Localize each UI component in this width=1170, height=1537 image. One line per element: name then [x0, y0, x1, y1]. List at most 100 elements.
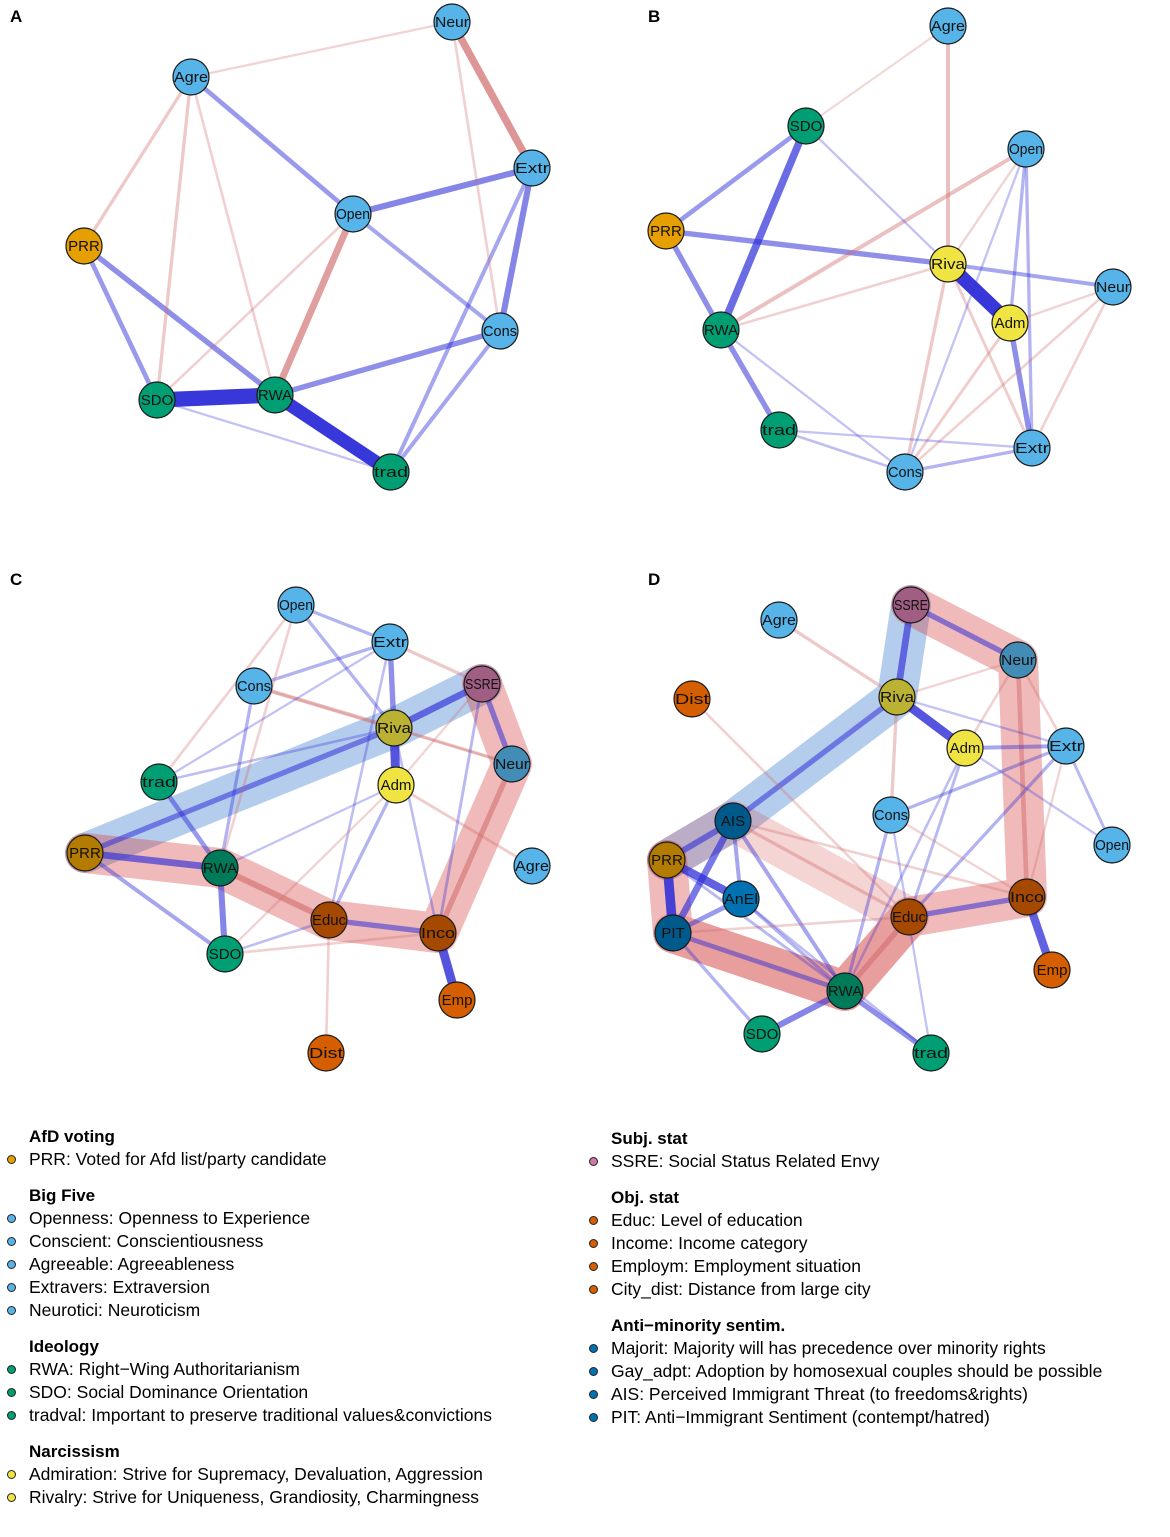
node-label: trad	[142, 775, 176, 791]
edge-Cons-RWA	[843, 813, 893, 993]
edge-Riva-Neur	[895, 658, 1020, 699]
node-RWA: RWA	[201, 849, 239, 887]
node-trad: trad	[760, 411, 798, 449]
node-label: Agre	[515, 859, 549, 875]
edge-Riva-Inco	[392, 726, 440, 935]
node-PRR: PRR	[647, 212, 685, 250]
legend-item: Agreeable: Agreeableness	[0, 1253, 492, 1276]
node-label: trad	[914, 1046, 948, 1062]
node-circle	[172, 58, 210, 96]
edge-Open-SDO	[155, 212, 355, 402]
node-circle	[702, 311, 740, 349]
legend-item: PIT: Anti−Immigrant Sentiment (contempt/…	[582, 1406, 1102, 1429]
legend-item-label: AIS: Perceived Immigrant Threat (to free…	[611, 1384, 1028, 1404]
node-RWA: RWA	[702, 311, 740, 349]
legend-color-dot	[589, 1344, 598, 1353]
edge-PRR-RWA	[663, 228, 724, 333]
node-circle	[138, 381, 176, 419]
node-circle	[912, 1034, 950, 1072]
node-circle	[714, 802, 752, 840]
edge-PRR-Riva	[663, 228, 951, 267]
node-Emp: Emp	[438, 981, 476, 1019]
node-Neur: Neur	[999, 641, 1037, 679]
node-circle	[433, 3, 471, 41]
legend-color-dot	[7, 1411, 16, 1420]
node-SDO: SDO	[743, 1015, 781, 1053]
edge-Riva-Extr	[946, 262, 1034, 450]
node-Agre: Agre	[513, 847, 551, 885]
node-label: Adm	[381, 777, 412, 794]
edge-RWA-Cons	[272, 328, 503, 398]
legend-group: Anti−minority sentim.Majorit: Majority w…	[582, 1315, 1102, 1429]
edge-trad-Extr	[157, 640, 392, 784]
node-circle	[890, 898, 928, 936]
legend-color-dot	[589, 1216, 598, 1225]
node-label: trad	[762, 423, 796, 439]
node-circle	[372, 453, 410, 491]
legend-item: Rivalry: Strive for Uniqueness, Grandios…	[0, 1486, 492, 1509]
node-label: Open	[279, 598, 313, 614]
node-label: RWA	[203, 860, 237, 877]
legend-color-dot	[589, 1285, 598, 1294]
node-circle	[419, 914, 457, 952]
edges	[663, 24, 1115, 474]
edge-Open-Cons	[903, 147, 1028, 474]
edge-Cons-Riva	[252, 684, 396, 730]
node-PRR: PRR	[648, 841, 686, 879]
node-circle	[256, 376, 294, 414]
panel-B: BAgreSDOOpenPRRRivaNeurAdmRWAtradExtrCon…	[647, 7, 1132, 491]
node-label: Riva	[880, 690, 915, 706]
node-Emp: Emp	[1033, 951, 1071, 989]
edge-Neur-Inco	[1015, 657, 1030, 900]
node-label: AIS	[721, 813, 745, 830]
node-label: Educ	[892, 910, 926, 926]
legend-color-dot	[7, 1155, 16, 1164]
node-circle	[872, 796, 910, 834]
edge-Open-Extr	[349, 164, 536, 218]
legend-color-dot	[589, 1262, 598, 1271]
node-Extr: Extr	[1047, 727, 1085, 765]
legend-item-label: PIT: Anti−Immigrant Sentiment (contempt/…	[611, 1407, 990, 1427]
legend-color-dot	[589, 1390, 598, 1399]
node-label: Extr	[373, 635, 407, 651]
node-circle	[1007, 130, 1045, 168]
node-label: Cons	[237, 679, 271, 695]
node-circle	[673, 680, 711, 718]
legend-group-title: Narcissism	[29, 1442, 120, 1461]
node-SDO: SDO	[206, 935, 244, 973]
edge-trad-Extr	[777, 428, 1034, 450]
edge-Open-Cons	[351, 212, 502, 333]
node-Neur: Neur	[1094, 268, 1132, 306]
node-AnEl: AnEl	[722, 880, 760, 918]
edge-Adm-Open	[963, 746, 1114, 847]
edge-Cons-Extr	[252, 640, 392, 688]
legend-item-label: PRR: Voted for Afd list/party candidate	[29, 1149, 327, 1169]
legend-item-label: RWA: Right−Wing Authoritarianism	[29, 1359, 300, 1379]
legend-item: SDO: Social Dominance Orientation	[0, 1381, 492, 1404]
node-Dist: Dist	[307, 1034, 345, 1072]
edge-Riva-Cons	[889, 695, 899, 817]
legend-color-dot	[7, 1260, 16, 1269]
edge-SDO-Inco	[223, 931, 440, 956]
node-label: Inco	[1010, 890, 1044, 906]
node-label: SDO	[790, 118, 823, 135]
edge-AnEl-RWA	[739, 897, 847, 993]
node-label: SSRE	[465, 677, 499, 693]
legend-color-dot	[589, 1367, 598, 1376]
edge-PRR-SDO	[83, 851, 227, 956]
legend-group-title: Anti−minority sentim.	[611, 1316, 786, 1335]
node-Inco: Inco	[419, 914, 457, 952]
node-label: Dist	[675, 692, 709, 708]
edge-Agre-RWA	[189, 75, 277, 397]
legend-item: City_dist: Distance from large city	[582, 1278, 1102, 1301]
legend-item-label: Openness: Openness to Experience	[29, 1208, 311, 1228]
node-Open: Open	[1007, 130, 1045, 168]
edge-Open-RWA	[218, 603, 298, 870]
edge-trad-Cons	[777, 428, 907, 474]
legend-item-label: Conscient: Conscientiousness	[29, 1231, 264, 1251]
node-label: Neur	[435, 15, 469, 31]
